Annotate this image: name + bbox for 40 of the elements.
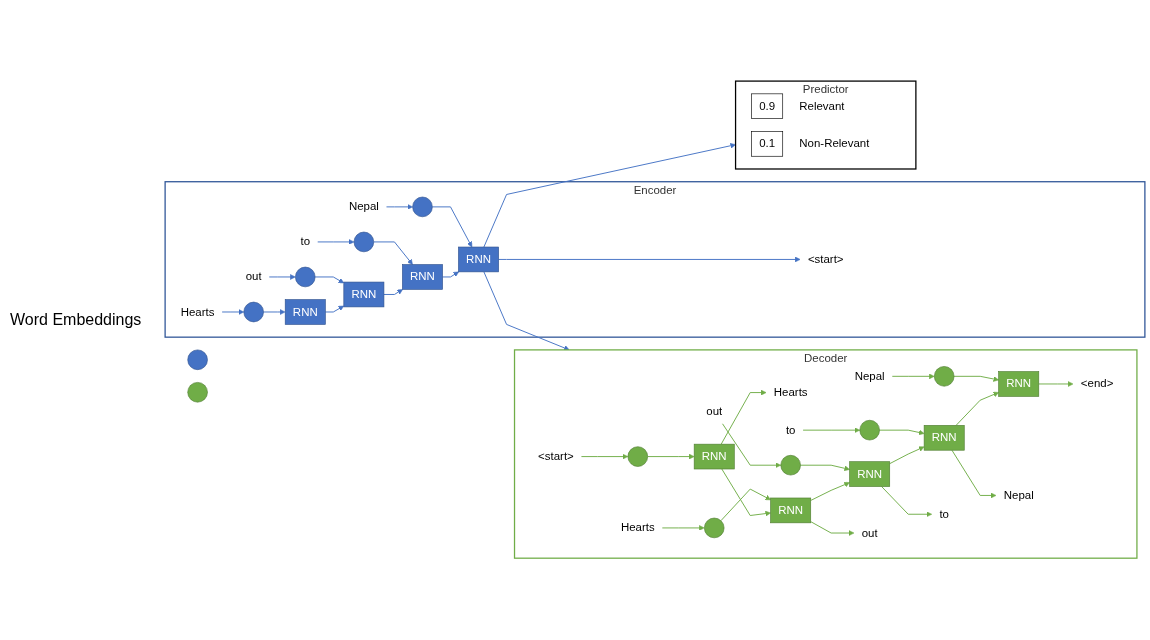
node-text: Nepal <box>348 200 379 214</box>
node-text: to <box>939 507 949 521</box>
node-box: 0.1 <box>751 131 784 157</box>
node-box: RNN <box>923 425 965 451</box>
node-circle <box>934 366 955 387</box>
node-box: RNN <box>770 498 812 524</box>
node-box: RNN <box>458 247 499 273</box>
node-circle <box>412 197 433 218</box>
node-text: Nepal <box>854 370 885 383</box>
node-text: out <box>861 526 878 540</box>
node-circle <box>187 382 208 403</box>
node-label: Non-Relevant <box>799 137 870 151</box>
node-text: <start> <box>807 253 844 266</box>
node-box: RNN <box>998 371 1040 398</box>
node-circle <box>187 349 208 371</box>
node-box: RNN <box>849 461 891 488</box>
node-box: 0.9 <box>751 93 784 120</box>
node-label: Relevant <box>799 99 845 113</box>
node-circle <box>243 302 264 323</box>
node-box: RNN <box>693 444 735 470</box>
node-text: Nepal <box>1003 489 1034 502</box>
node-box: RNN <box>402 264 443 291</box>
node-text: Hearts <box>180 305 215 319</box>
node-text: Hearts <box>773 386 808 399</box>
node-box: RNN <box>284 299 326 326</box>
node-text: <end> <box>1080 377 1114 391</box>
node-text: <start> <box>538 450 574 463</box>
node-box: RNN <box>343 282 385 308</box>
node-circle <box>295 267 316 288</box>
node-text: to <box>785 423 796 437</box>
node-circle <box>353 232 375 253</box>
node-circle <box>859 420 880 441</box>
annotation-text: Word Embeddings <box>10 311 143 329</box>
node-text: Hearts <box>620 521 655 535</box>
node-text: to <box>300 235 311 249</box>
node-circle <box>627 446 648 468</box>
node-text: out <box>245 270 262 284</box>
node-text: out <box>706 405 723 418</box>
node-circle <box>780 455 801 476</box>
node-circle <box>704 518 725 539</box>
